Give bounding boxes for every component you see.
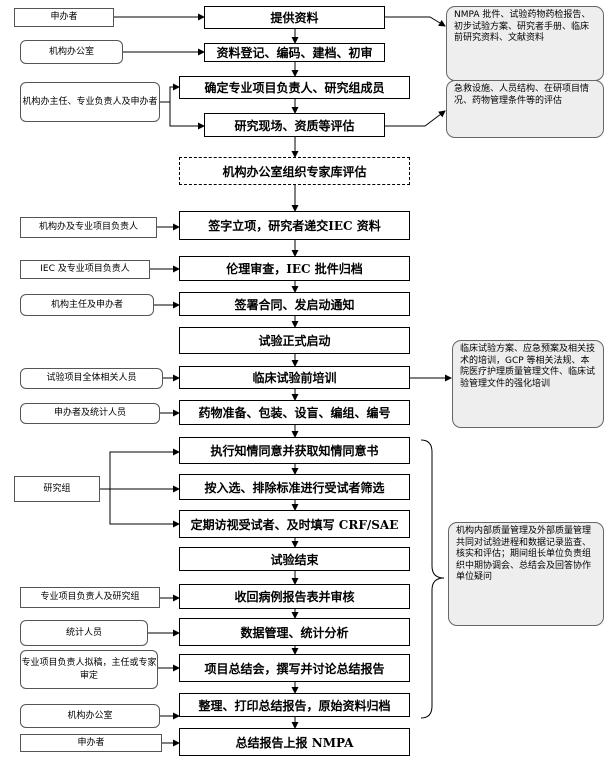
step-pretrial-training: 临床试验前培训 — [179, 366, 410, 389]
step-trial-end: 试验结束 — [179, 547, 410, 571]
note-quality-management: 机构内部质量管理及外部质量管理共同对试验进程和数据记录监查、核实和评估；期间组长… — [448, 522, 604, 626]
role-leader-draft-review: 专业项目负责人拟稿，主任或专家审定 — [20, 650, 158, 689]
step-project-approval: 签字立项，研究者递交IEC 资料 — [179, 211, 410, 240]
step-sign-contract: 签署合同、发启动通知 — [179, 292, 410, 316]
role-sponsor-report: 申办者 — [20, 734, 162, 752]
step-drug-preparation: 药物准备、包装、设盲、编组、编号 — [179, 400, 410, 425]
step-ethics-review: 伦理审查，IEC 批件归档 — [179, 256, 410, 281]
role-all-trial-staff: 试验项目全体相关人员 — [20, 368, 163, 389]
step-register-review: 资料登记、编码、建档、初审 — [204, 43, 385, 62]
role-research-group: 研究组 — [14, 476, 100, 502]
role-office-project-leader: 机构办及专业项目负责人 — [20, 217, 157, 238]
role-leader-research-group: 专业项目负责人及研究组 — [20, 587, 160, 608]
step-trial-start: 试验正式启动 — [179, 327, 410, 354]
step-site-assessment: 研究现场、资质等评估 — [204, 113, 385, 137]
step-report-nmpa: 总结报告上报 NMPA — [179, 728, 410, 756]
role-institution-office: 机构办公室 — [20, 40, 123, 64]
role-iec-project-leader: IEC 及专业项目负责人 — [20, 260, 150, 279]
role-statistician: 统计人员 — [20, 620, 148, 646]
role-institution-office-archive: 机构办公室 — [20, 704, 160, 728]
note-site-assessment: 急救设施、人员结构、在研项目情况、药物管理条件等的评估 — [446, 80, 604, 138]
step-archive: 整理、打印总结报告，原始资料归档 — [179, 693, 410, 717]
step-collect-crf: 收回病例报告表并审核 — [179, 584, 410, 609]
role-director-sponsor: 机构主任及申办者 — [20, 294, 154, 316]
step-data-analysis: 数据管理、统计分析 — [179, 618, 410, 646]
step-expert-evaluation: 机构办公室组织专家库评估 — [179, 157, 410, 185]
note-required-documents: NMPA 批件、试验药物药检报告、初步试验方案、研究者手册、临床前研究资料、文献… — [446, 6, 604, 81]
step-summary-meeting: 项目总结会，撰写并讨论总结报告 — [179, 654, 410, 682]
role-sponsor-statistician: 申办者及统计人员 — [20, 403, 160, 424]
step-assign-leader: 确定专业项目负责人、研究组成员 — [179, 76, 410, 99]
step-subject-screening: 按入选、排除标准进行受试者筛选 — [179, 474, 410, 500]
note-training-content: 临床试验方案、应急预案及相关技术的培训，GCP 等相关法规、本院医疗护理质量管理… — [452, 340, 604, 428]
step-follow-up-visits: 定期访视受试者、及时填写 CRF/SAE — [179, 510, 410, 538]
role-sponsor: 申办者 — [14, 8, 114, 27]
step-informed-consent: 执行知情同意并获取知情同意书 — [179, 437, 410, 464]
step-provide-materials: 提供资料 — [204, 6, 385, 29]
role-director-leader-sponsor: 机构办主任、专业负责人及申办者 — [20, 82, 160, 122]
